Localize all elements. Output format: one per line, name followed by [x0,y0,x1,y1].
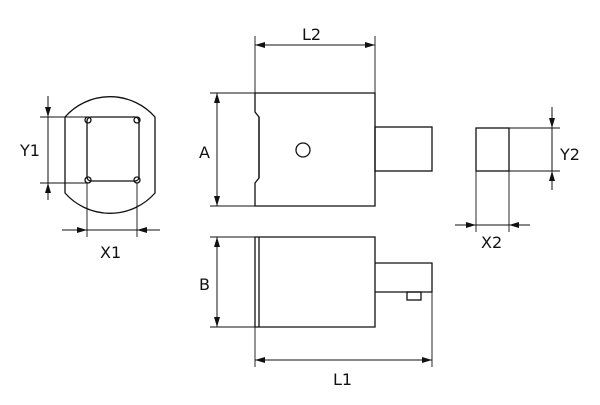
end-view: Y1 X1 [19,96,160,262]
dimension-y2: Y2 [509,107,580,190]
label-l1: L1 [333,370,352,389]
dimension-y1: Y1 [19,96,87,200]
top-view: L2 A [199,25,433,207]
corner-hole-top-right [133,116,141,124]
dimension-a: A [199,92,255,207]
bottom-view-body [254,236,376,328]
top-view-tang [374,126,433,172]
side-hole [295,142,311,158]
label-x2: X2 [481,233,502,252]
label-x1: X1 [100,243,121,262]
label-y1: Y1 [19,141,40,160]
label-l2: L2 [302,25,321,44]
top-view-body [254,92,376,207]
corner-hole-bottom-left [84,176,92,184]
bottom-view: B L1 [199,236,433,389]
tang-detail: Y2 X2 [455,107,580,252]
bottom-view-tang [375,262,433,293]
dimension-x2: X2 [455,171,530,252]
end-view-outline [64,96,156,214]
tang-detail-square [475,127,510,172]
dimension-l2: L2 [254,25,376,93]
dimension-l1: L1 [254,292,433,389]
square-drive-outline [86,116,140,182]
label-y2: Y2 [559,145,580,164]
dimension-b: B [199,236,255,328]
label-b: B [199,275,210,294]
corner-hole-top-left [84,116,92,124]
detent-ball [406,291,422,301]
dimension-x1: X1 [62,183,160,262]
label-a: A [199,143,210,162]
